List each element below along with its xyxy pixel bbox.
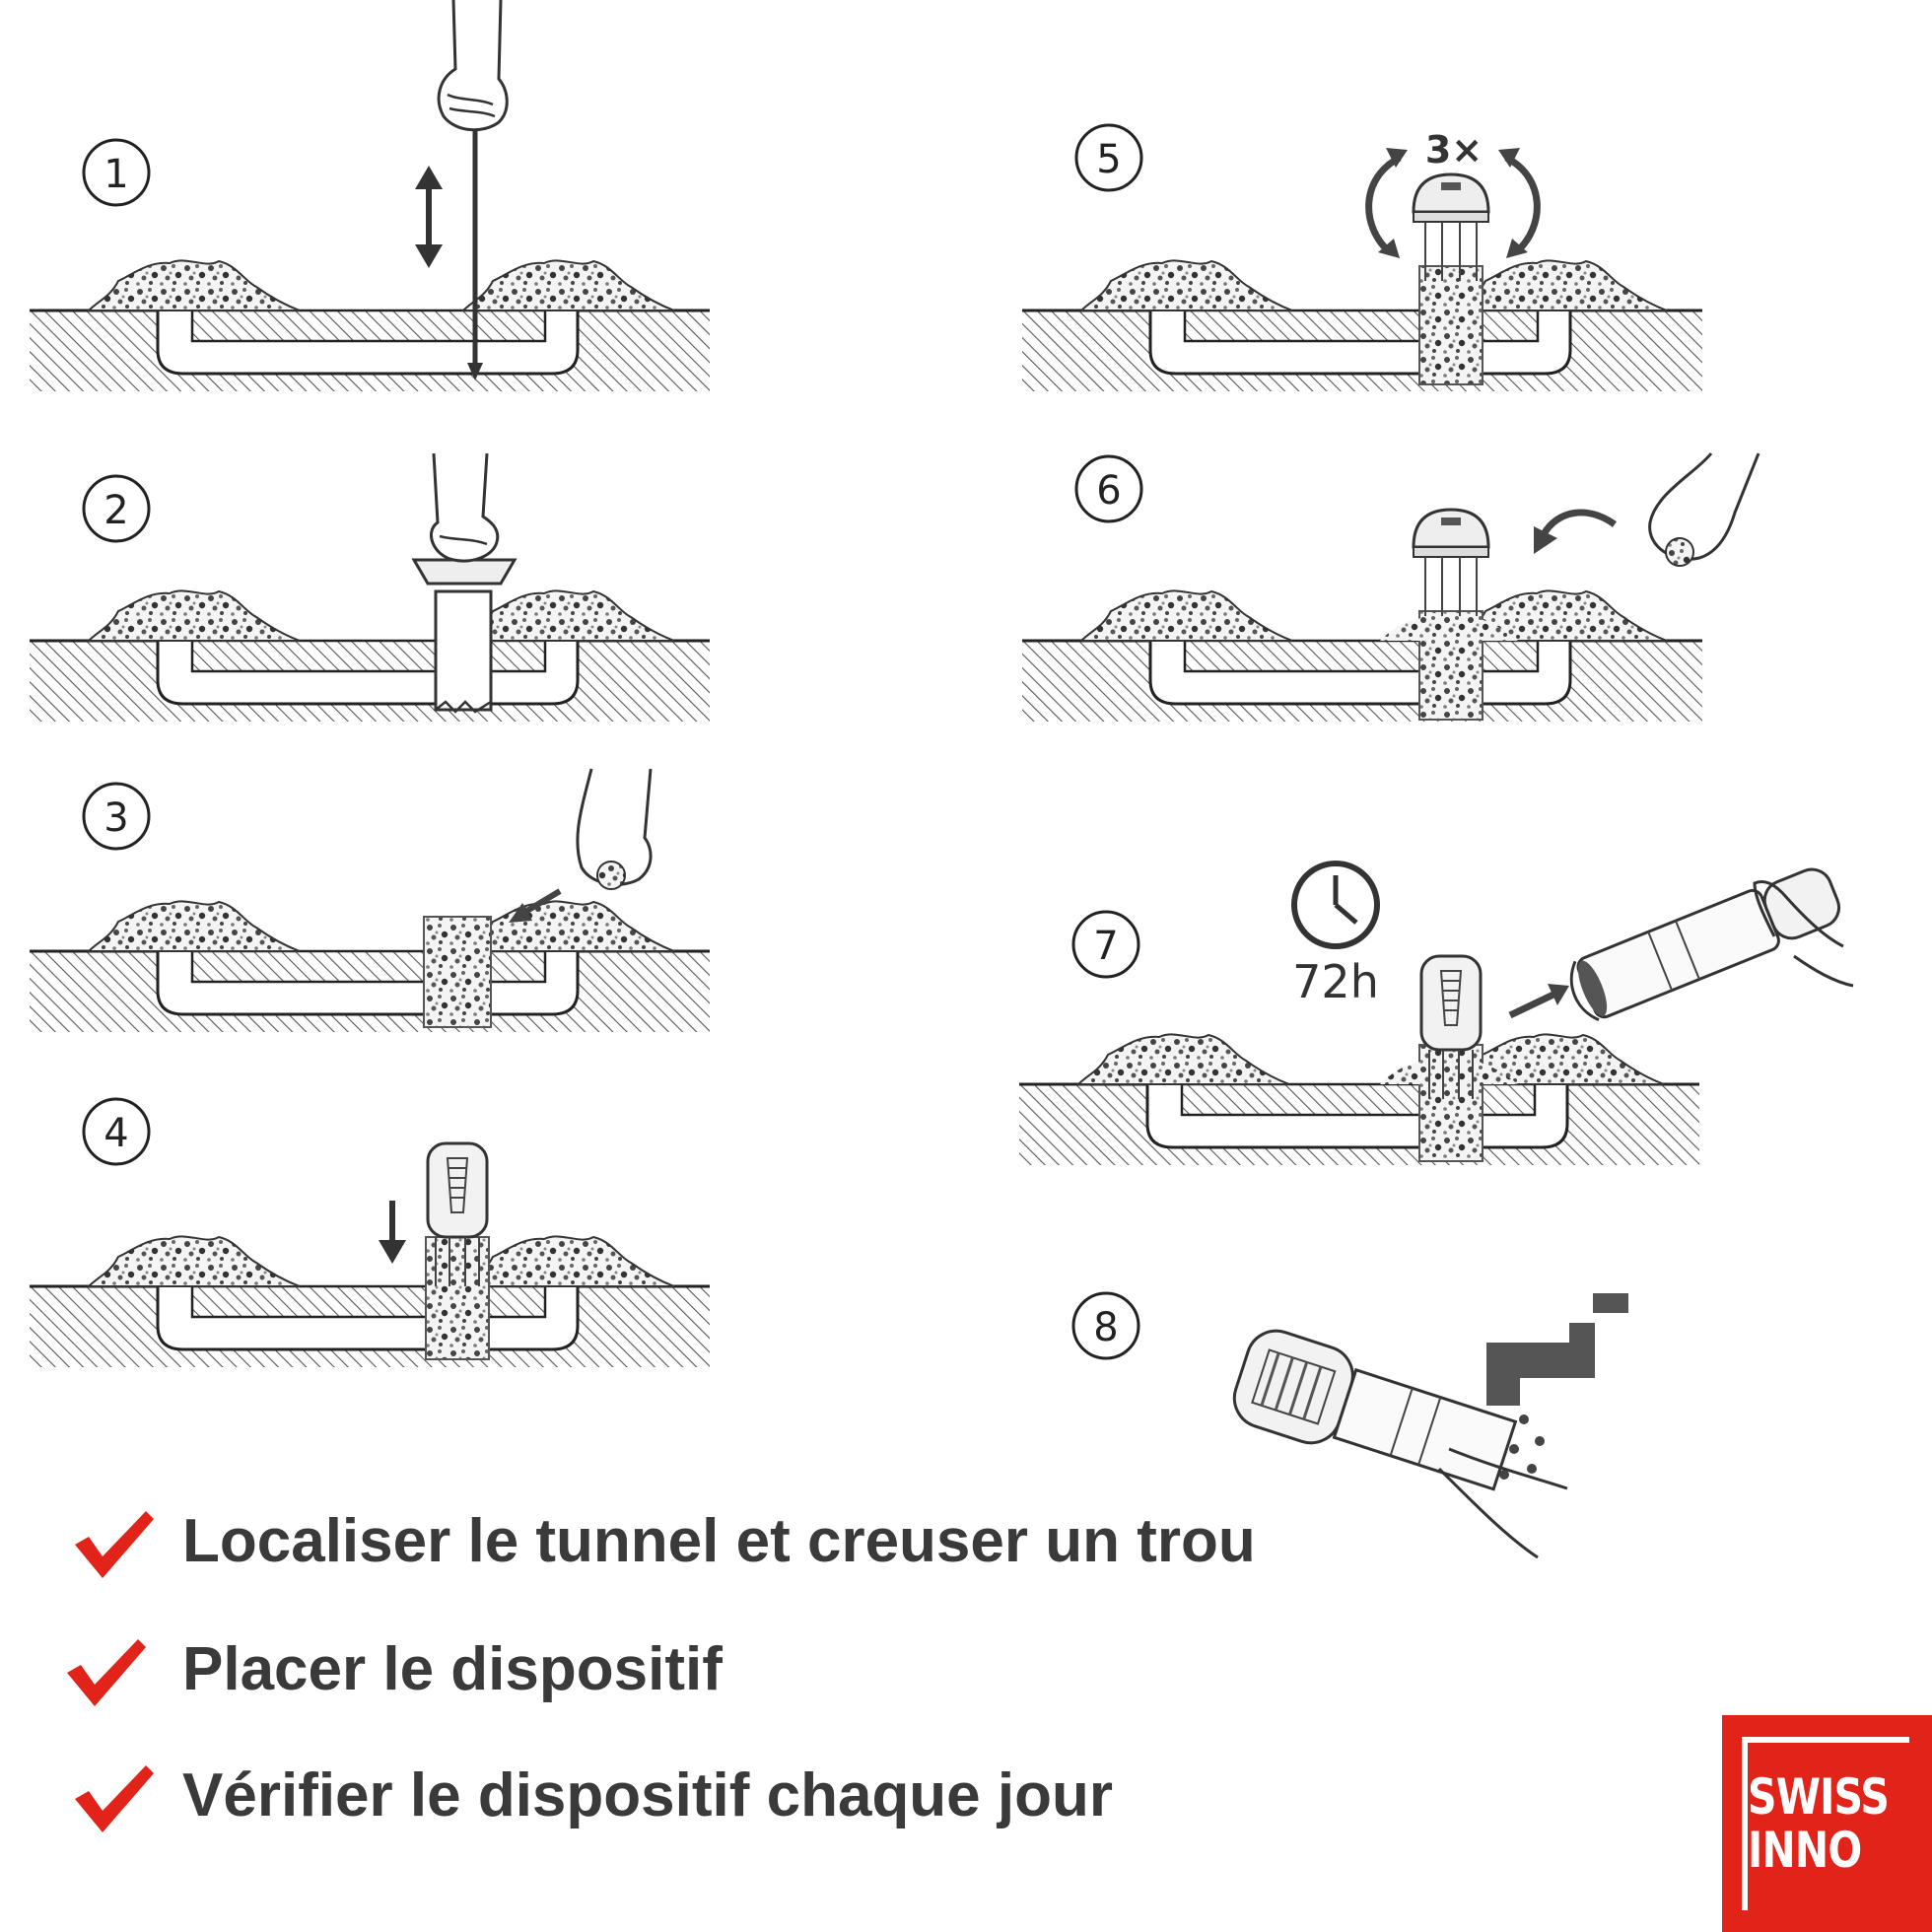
hand-icon (1753, 880, 1854, 988)
trap-tube-icon (1232, 1329, 1518, 1491)
hand-icon (430, 452, 500, 563)
step-8: 8 (1071, 1291, 1628, 1559)
step-6: 6 (1022, 452, 1760, 722)
arrow-icon (1534, 509, 1618, 554)
step-number: 7 (1093, 924, 1118, 969)
step-number: 2 (104, 488, 128, 533)
check-icon (75, 1765, 154, 1832)
step-number: 6 (1096, 468, 1121, 514)
step-number: 8 (1093, 1305, 1118, 1350)
logo-line-1: SWISS (1748, 1768, 1890, 1826)
step-2: 2 (30, 452, 710, 722)
checklist-item: Placer le dispositif (59, 1626, 1341, 1725)
step-number: 5 (1096, 137, 1121, 182)
repeat-label: 3× (1425, 128, 1483, 172)
trap-tube-icon (1569, 867, 1841, 1022)
checklist-item: Localiser le tunnel et creuser un trou (59, 1498, 1341, 1597)
clock-icon (1291, 861, 1380, 949)
hand-icon (1648, 452, 1760, 567)
brand-logo: SWISS INNO (1722, 1715, 1932, 1932)
up-down-arrow-icon (415, 166, 443, 268)
checklist-text: Localiser le tunnel et creuser un trou (182, 1507, 1256, 1575)
step-1: 1 (30, 0, 710, 391)
hand-icon (437, 0, 509, 132)
check-icon (67, 1639, 146, 1706)
step-number: 4 (104, 1111, 128, 1156)
rotate-arrows-icon (1365, 148, 1541, 258)
logo-frame (1742, 1737, 1909, 1910)
down-arrow-icon (379, 1201, 406, 1264)
step-5: 5 3× (1022, 123, 1702, 391)
step-7: 7 72h (1019, 861, 1854, 1165)
checklist-text: Placer le dispositif (182, 1635, 723, 1703)
step-number: 3 (104, 795, 128, 841)
arrow-icon (509, 888, 562, 923)
checklist-text: Vérifier le dispositif chaque jour (182, 1761, 1113, 1829)
wait-time-label: 72h (1292, 955, 1379, 1008)
step-number: 1 (104, 152, 128, 197)
logo-line-2: INNO (1748, 1822, 1862, 1879)
step-4: 4 (30, 1097, 710, 1367)
step-3: 3 (30, 768, 710, 1032)
check-icon (75, 1511, 154, 1578)
arrow-icon (1508, 984, 1569, 1019)
checklist-item: Vérifier le dispositif chaque jour (59, 1753, 1341, 1851)
hand-icon (576, 768, 653, 890)
